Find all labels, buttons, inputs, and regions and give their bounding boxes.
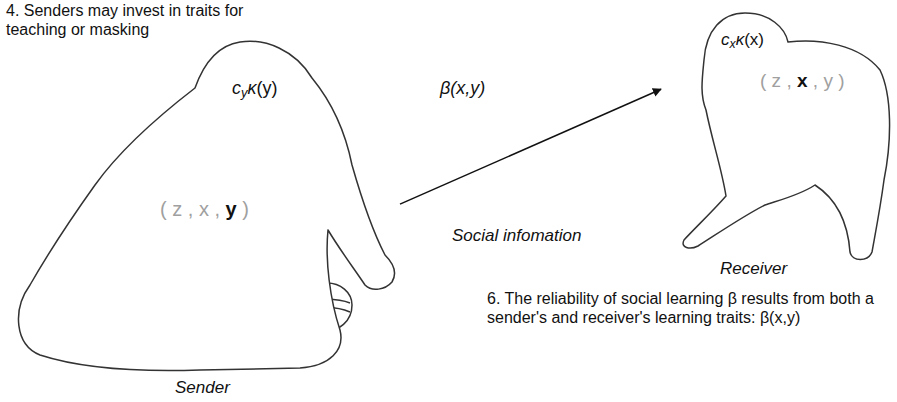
animal-outline [665, 15, 895, 280]
role-label: Receiver [720, 259, 787, 279]
role-label: Sender [175, 378, 230, 398]
arrow-connector [400, 89, 661, 204]
callout-note: 4. Senders may invest in traits for teac… [6, 2, 276, 40]
callout-note: 6. The reliability of social learning β … [487, 290, 892, 328]
cost-term: cyκ(y) [232, 78, 277, 101]
cost-term: cxκ(x) [721, 30, 764, 51]
receiver-figure: cxκ(x) ( z , x , y ) Receiver [665, 15, 895, 280]
trait-tuple: ( z , x , y ) [160, 198, 249, 221]
sender-figure: cyκ(y)( z , x , y )Sender [10, 40, 400, 375]
edge-label: β(x,y) [438, 78, 487, 99]
edge-caption: Social infomation [452, 226, 652, 246]
trait-tuple: ( z , x , y ) [760, 70, 844, 92]
